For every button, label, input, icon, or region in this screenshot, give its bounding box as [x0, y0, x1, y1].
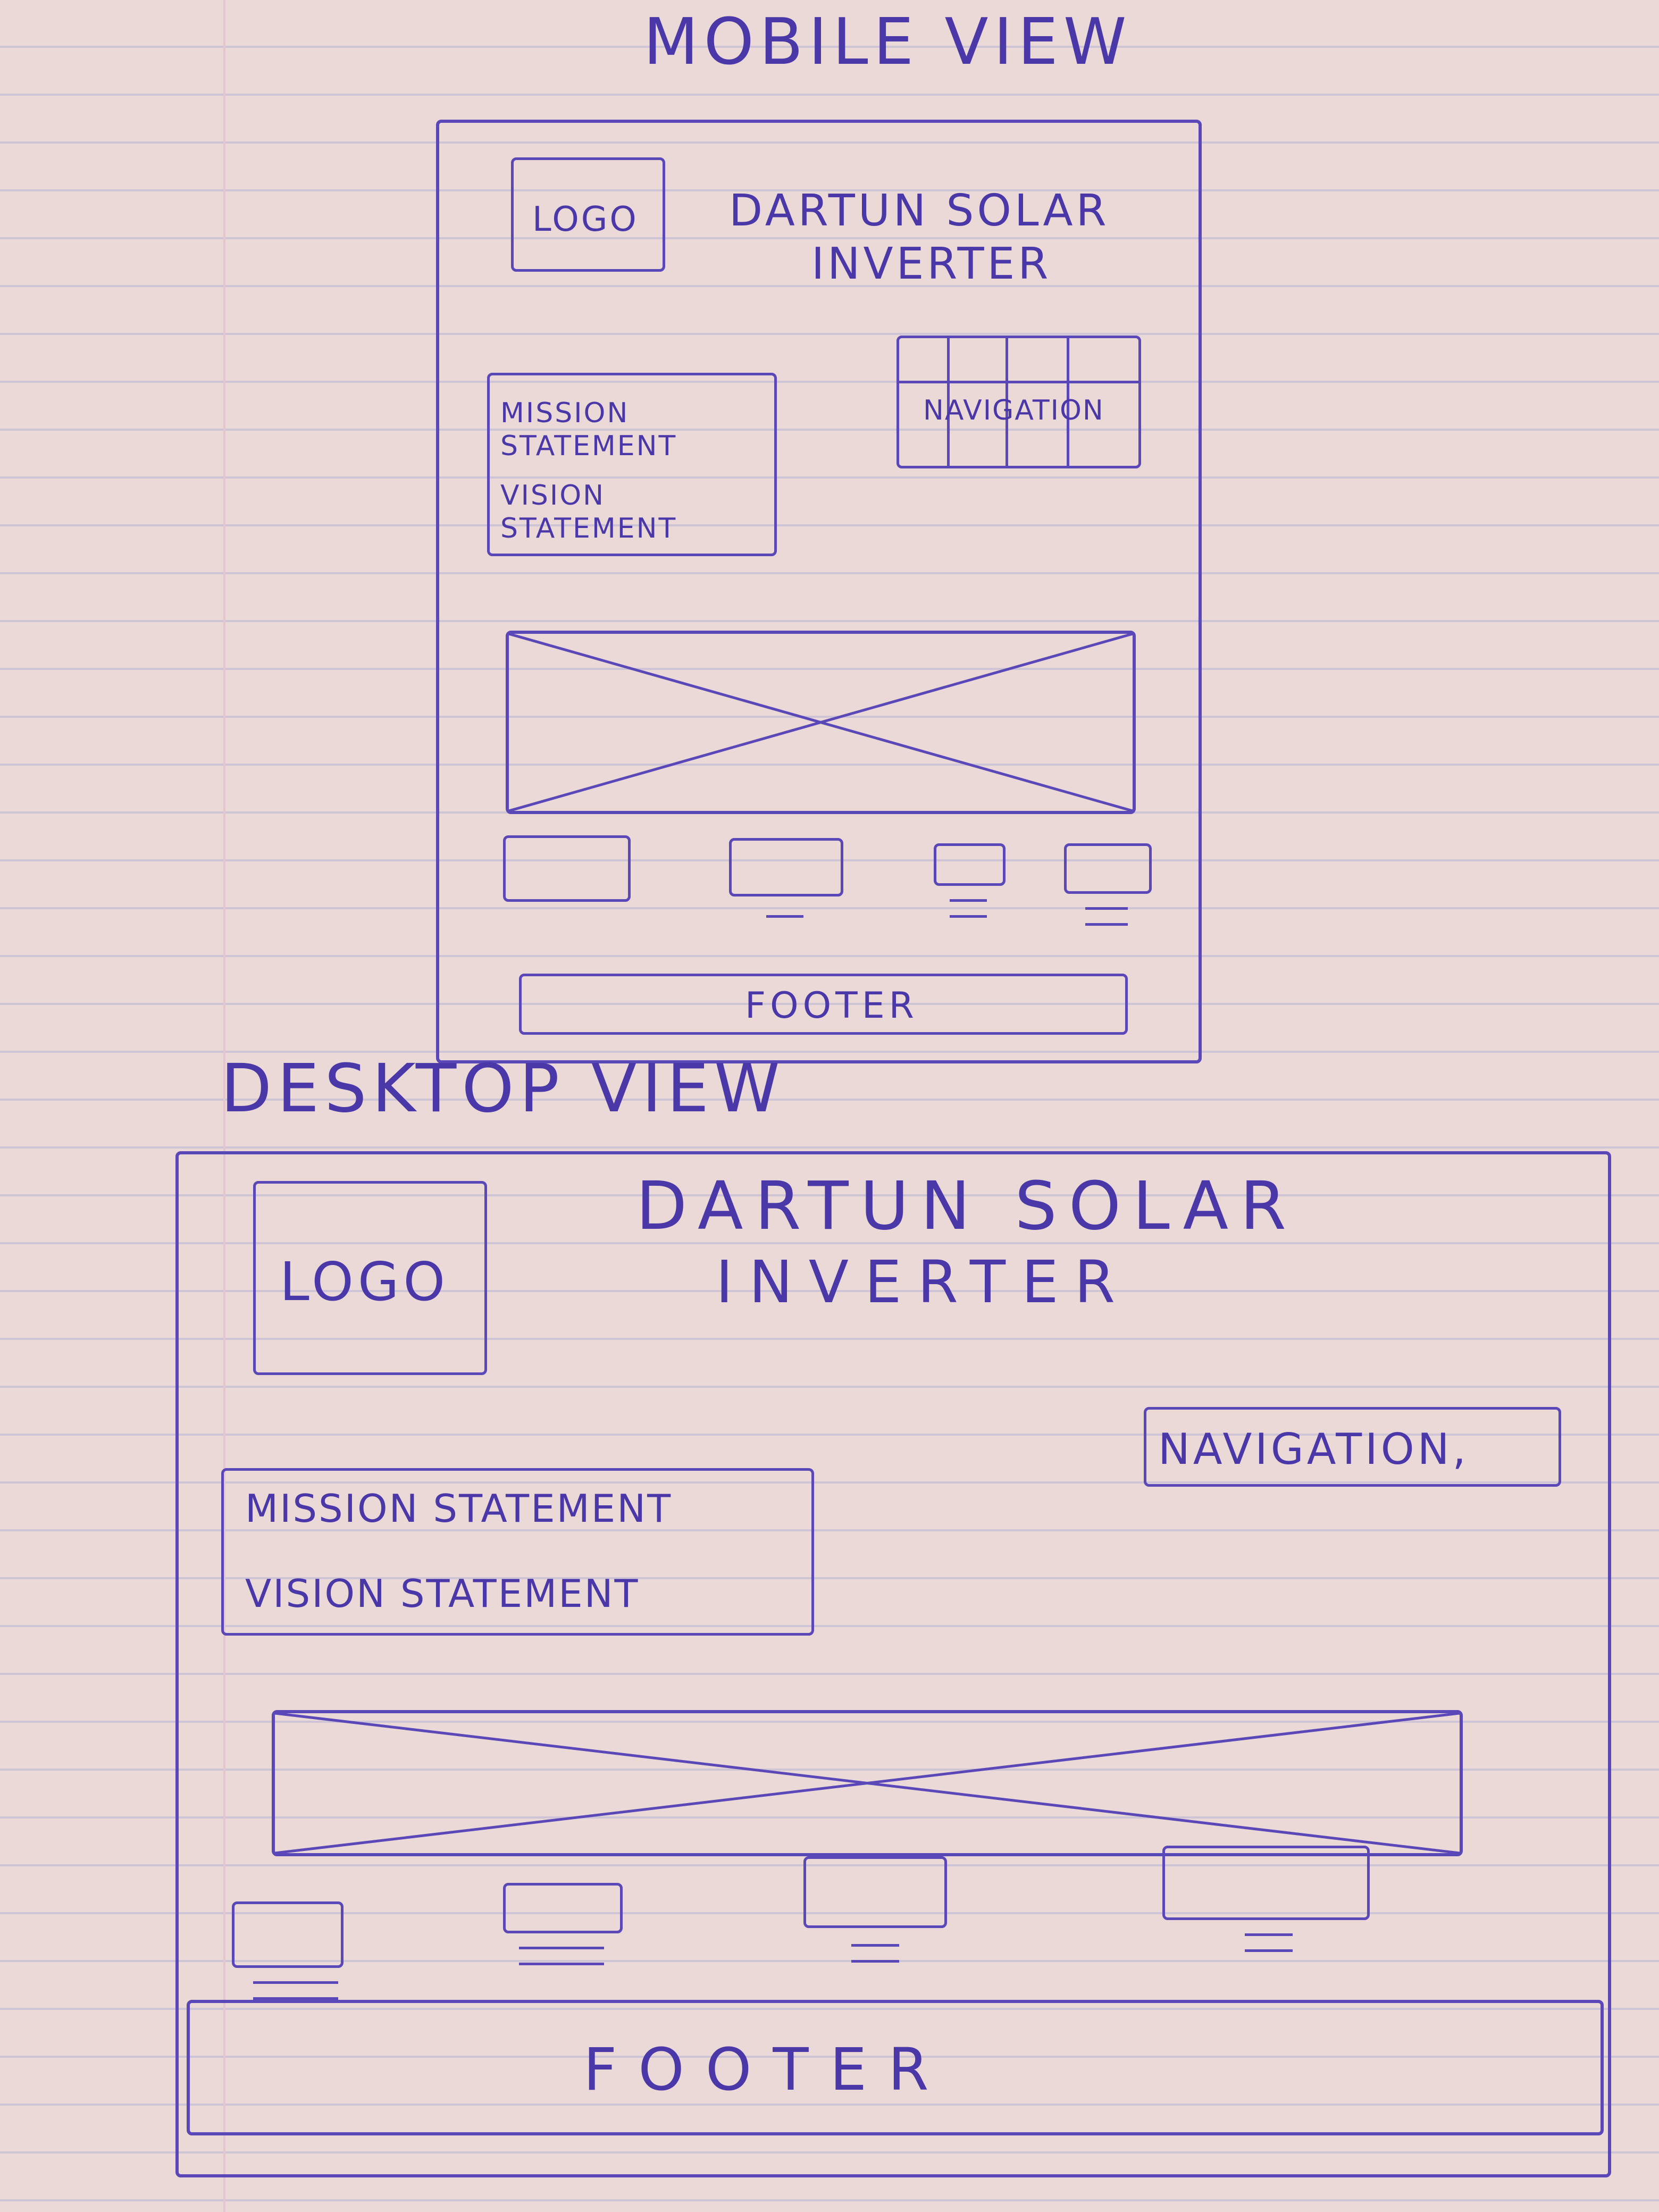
mobile-nav-cell-divider: [1067, 338, 1069, 466]
desktop-card-4-caption-line: [1245, 1949, 1293, 1952]
mobile-frame: LOGO DARTUN SOLAR INVERTER MISSION STATE…: [436, 120, 1202, 1063]
mobile-card-3: [934, 843, 1006, 886]
mobile-view-title: MOBILE VIEW: [643, 5, 1132, 79]
mobile-navigation-grid[interactable]: NAVIGATION: [896, 336, 1141, 468]
desktop-card-2: [503, 1883, 623, 1933]
mobile-logo-label: LOGO: [532, 200, 639, 239]
desktop-navigation-bar[interactable]: NAVIGATION,: [1144, 1407, 1561, 1487]
desktop-navigation-label: NAVIGATION,: [1158, 1425, 1469, 1474]
mobile-navigation-label: NAVIGATION: [923, 395, 1104, 426]
desktop-logo-box: LOGO: [253, 1181, 487, 1375]
desktop-card-1: [232, 1901, 343, 1968]
desktop-logo-label: LOGO: [280, 1251, 450, 1313]
desktop-card-3-caption-line: [851, 1960, 899, 1963]
paper-margin-line: [223, 0, 225, 2212]
mobile-card-2: [729, 838, 843, 896]
desktop-view-title: DESKTOP VIEW: [221, 1050, 785, 1127]
desktop-statements-box: MISSION STATEMENT VISION STATEMENT: [221, 1468, 814, 1636]
desktop-site-title-line2: INVERTER: [716, 1248, 1132, 1316]
mobile-footer: FOOTER: [519, 974, 1128, 1035]
mobile-card-4: [1064, 843, 1152, 894]
desktop-frame: LOGO DARTUN SOLAR INVERTER NAVIGATION, M…: [175, 1151, 1611, 2177]
mobile-card-1: [503, 835, 631, 902]
desktop-card-1-caption-line: [253, 1981, 338, 1984]
desktop-card-1-caption-line: [253, 1997, 338, 2000]
desktop-footer: FOOTER: [187, 2000, 1604, 2135]
mobile-mission-statement: MISSION STATEMENT: [500, 397, 677, 463]
desktop-image-cross-icon: [275, 1713, 1460, 1853]
desktop-site-title-line1: DARTUN SOLAR: [636, 1168, 1298, 1245]
desktop-card-4: [1162, 1846, 1370, 1920]
mobile-nav-row-divider: [899, 381, 1138, 383]
mobile-site-title-line1: DARTUN SOLAR: [729, 186, 1110, 236]
desktop-footer-label: FOOTER: [583, 2035, 950, 2104]
desktop-mission-statement: MISSION STATEMENT: [245, 1486, 673, 1531]
desktop-card-2-caption-line: [519, 1947, 604, 1949]
mobile-vision-statement: VISION STATEMENT: [500, 480, 677, 545]
mobile-card-3-caption-line: [950, 915, 987, 918]
mobile-card-3-caption-line: [950, 899, 987, 902]
mobile-hero-image-placeholder: [506, 631, 1136, 814]
desktop-card-3: [803, 1856, 947, 1928]
mobile-nav-cell-divider: [947, 338, 950, 466]
mobile-card-2-caption-line: [766, 915, 803, 918]
mobile-image-cross-icon: [509, 634, 1133, 811]
mobile-footer-label: FOOTER: [745, 985, 918, 1027]
desktop-card-4-caption-line: [1245, 1933, 1293, 1936]
mobile-card-4-caption-line: [1085, 923, 1128, 926]
mobile-site-title-line2: INVERTER: [811, 239, 1052, 289]
mobile-logo-box: LOGO: [511, 157, 665, 272]
desktop-card-2-caption-line: [519, 1963, 604, 1965]
mobile-card-4-caption-line: [1085, 907, 1128, 910]
desktop-hero-image-placeholder: [272, 1710, 1463, 1856]
desktop-vision-statement: VISION STATEMENT: [245, 1571, 640, 1616]
mobile-nav-cell-divider: [1006, 338, 1008, 466]
desktop-card-3-caption-line: [851, 1944, 899, 1947]
mobile-statements-box: MISSION STATEMENT VISION STATEMENT: [487, 373, 777, 556]
